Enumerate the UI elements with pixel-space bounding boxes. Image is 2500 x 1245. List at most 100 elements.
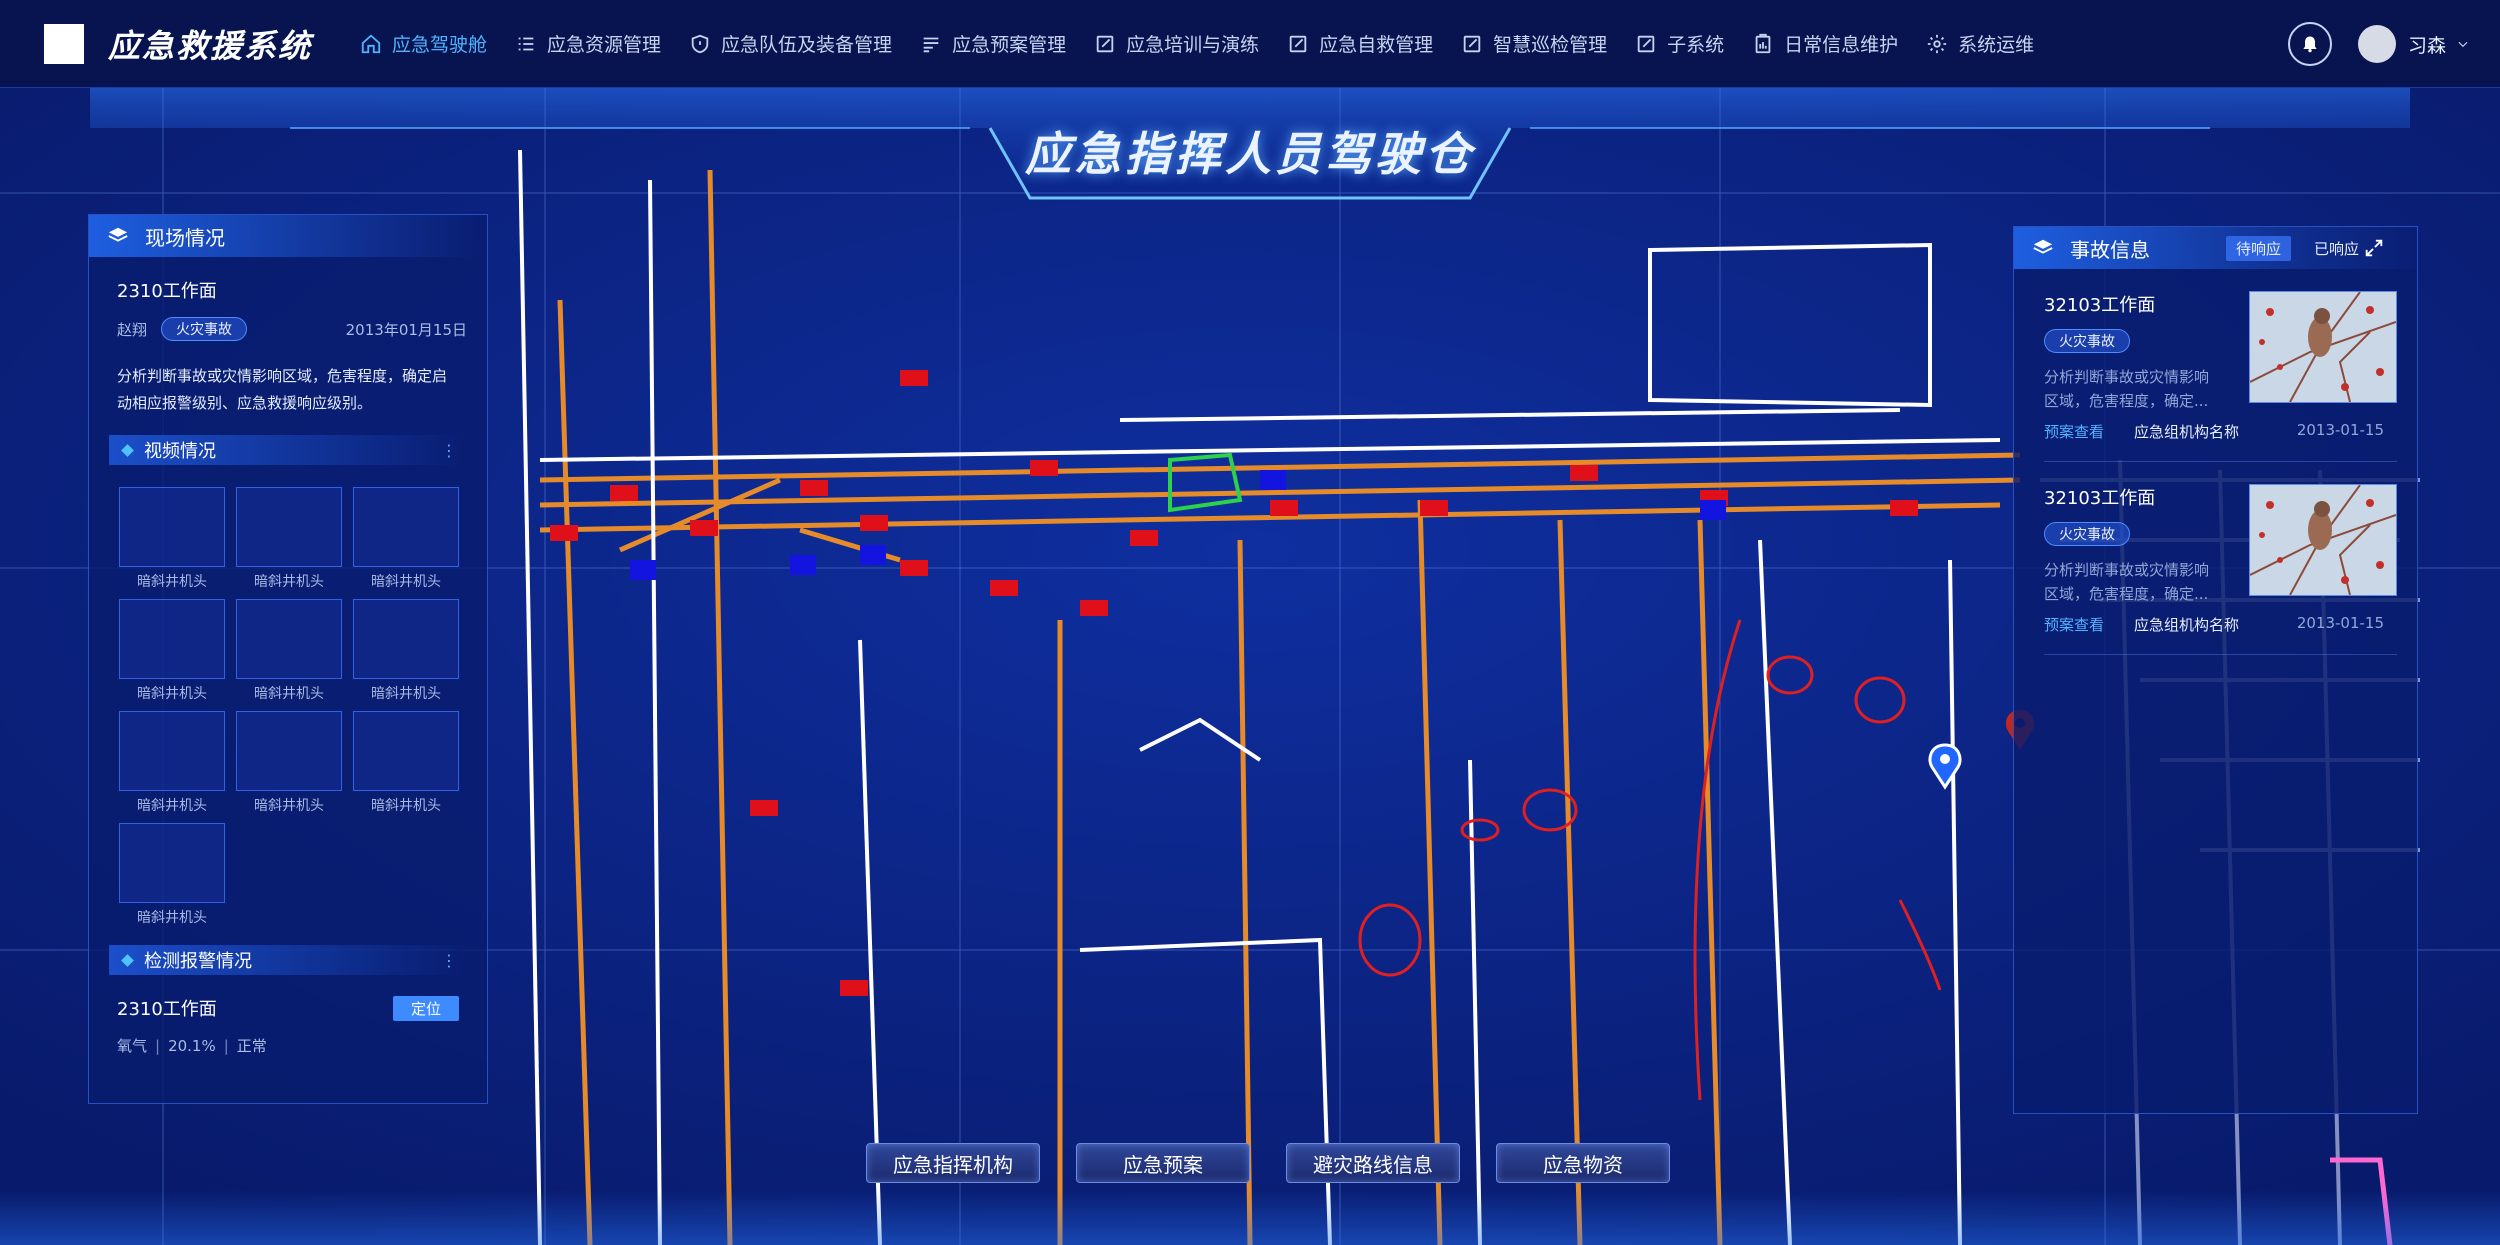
event-type-badge: 火灾事故 <box>2044 329 2130 353</box>
bird-image <box>2250 292 2396 402</box>
video-frame[interactable] <box>119 711 225 791</box>
video-item[interactable]: 暗斜井机头 <box>353 711 459 815</box>
site-date: 2013年01月15日 <box>345 320 467 339</box>
site-panel: 现场情况 2310工作面 赵翔 火灾事故 2013年01月15日 分析判断事故或… <box>88 214 488 1104</box>
layers-icon <box>2033 239 2053 254</box>
video-frame[interactable] <box>236 487 342 567</box>
bell-icon <box>2303 36 2317 53</box>
panel-header: 现场情况 <box>89 215 487 257</box>
notification-button[interactable] <box>2287 22 2332 66</box>
chevron-down-icon[interactable] <box>2456 37 2470 51</box>
site-name: 2310工作面 <box>117 281 217 302</box>
video-frame[interactable] <box>353 599 459 679</box>
event-footer: 预案查看 应急组机构名称 2013-01-15 <box>2044 614 2384 635</box>
event-type-badge: 火灾事故 <box>161 317 248 341</box>
event-description: 分析判断事故或灾情影响区域，危害程度，确定... <box>2044 561 2210 603</box>
video-frame[interactable] <box>353 711 459 791</box>
video-label: 暗斜井机头 <box>371 686 441 702</box>
more-icon[interactable]: ⋮ <box>441 440 457 460</box>
panel-title: 事故信息 <box>2070 237 2150 262</box>
video-item[interactable]: 暗斜井机头 <box>353 487 459 591</box>
home-icon <box>361 34 381 53</box>
top-navbar: 应急救援系统 应急驾驶舱 应急资源管理 应急队伍及装备管理 应急预案管理 应急培… <box>0 0 2500 88</box>
nav-item-selfrescue[interactable]: 应急自救管理 <box>1287 0 1433 88</box>
nav-label: 应急资源管理 <box>547 34 662 56</box>
view-plan-link[interactable]: 预案查看 <box>2044 616 2105 634</box>
tab-pending[interactable]: 待响应 <box>2226 236 2292 261</box>
video-label: 暗斜井机头 <box>371 574 441 590</box>
nav-item-resource[interactable]: 应急资源管理 <box>515 0 661 88</box>
nav-item-plan[interactable]: 应急预案管理 <box>920 0 1066 88</box>
diamond-icon <box>121 953 134 967</box>
command-org-button[interactable]: 应急指挥机构 <box>866 1143 1040 1183</box>
video-item[interactable]: 暗斜井机头 <box>353 599 459 703</box>
bird-image <box>2250 485 2396 595</box>
logo <box>44 23 84 64</box>
view-plan-link[interactable]: 预案查看 <box>2044 423 2105 441</box>
event-org: 应急组机构名称 <box>2134 616 2240 634</box>
avatar[interactable] <box>2357 25 2396 63</box>
nav-item-daily-info[interactable]: 日常信息维护 <box>1752 0 1898 88</box>
alarm-gas: 氧气 <box>117 1037 148 1055</box>
video-frame[interactable] <box>353 487 459 567</box>
video-item[interactable]: 暗斜井机头 <box>119 599 225 703</box>
nav-label: 应急预案管理 <box>952 34 1067 56</box>
event-date: 2013-01-15 <box>2296 421 2384 439</box>
panel-title: 现场情况 <box>145 225 225 250</box>
video-frame[interactable] <box>119 599 225 679</box>
incident-panel: 事故信息 待响应 已响应 32103工作面 火灾事故 分析判断事故或灾情影响区域… <box>2013 226 2418 1114</box>
emergency-plan-button[interactable]: 应急预案 <box>1076 1143 1250 1183</box>
nav-item-inspection[interactable]: 智慧巡检管理 <box>1461 0 1607 88</box>
title-banner <box>90 88 2410 200</box>
lines-icon <box>923 37 939 52</box>
video-label: 暗斜井机头 <box>254 686 324 702</box>
video-item[interactable]: 暗斜井机头 <box>119 823 225 927</box>
video-label: 暗斜井机头 <box>137 686 207 702</box>
site-meta: 赵翔 火灾事故 2013年01月15日 <box>117 317 467 341</box>
nav-item-cockpit[interactable]: 应急驾驶舱 <box>360 0 487 88</box>
video-frame[interactable] <box>119 487 225 567</box>
tab-responded[interactable]: 已响应 <box>2314 240 2360 258</box>
emergency-supplies-button[interactable]: 应急物资 <box>1496 1143 1670 1183</box>
video-item[interactable]: 暗斜井机头 <box>119 711 225 815</box>
video-grid: 暗斜井机头 暗斜井机头 暗斜井机头 暗斜井机头 暗斜井机头 暗斜井机头 暗斜井机… <box>119 487 487 927</box>
video-item[interactable]: 暗斜井机头 <box>236 487 342 591</box>
event-description: 分析判断事故或灾情影响区域，危害程度，确定... <box>2044 368 2210 410</box>
video-item[interactable]: 暗斜井机头 <box>236 711 342 815</box>
event-thumbnail[interactable] <box>2249 484 2397 596</box>
locate-button[interactable]: 定位 <box>392 995 459 1021</box>
nav-label: 应急驾驶舱 <box>392 34 488 56</box>
section-title: 检测报警情况 <box>144 951 252 972</box>
video-item[interactable]: 暗斜井机头 <box>236 599 342 703</box>
video-label: 暗斜井机头 <box>137 798 207 814</box>
event-card[interactable]: 32103工作面 火灾事故 分析判断事故或灾情影响区域，危害程度，确定... 预… <box>2044 484 2397 655</box>
video-item[interactable]: 暗斜井机头 <box>119 487 225 591</box>
video-section-header: 视频情况 ⋮ <box>109 435 467 465</box>
event-name: 32103工作面 <box>2044 295 2156 316</box>
alarm-value: 20.1% <box>168 1037 216 1055</box>
edit-icon <box>1289 35 1307 52</box>
video-frame[interactable] <box>236 711 342 791</box>
nav-item-subsystem[interactable]: 子系统 <box>1635 0 1724 88</box>
event-name: 32103工作面 <box>2044 488 2156 509</box>
nav-item-ops[interactable]: 系统运维 <box>1926 0 2034 88</box>
video-frame[interactable] <box>119 823 225 903</box>
nav-label: 日常信息维护 <box>1784 34 1899 56</box>
video-frame[interactable] <box>236 599 342 679</box>
nav-item-training[interactable]: 应急培训与演练 <box>1094 0 1259 88</box>
nav-label: 应急自救管理 <box>1319 34 1434 56</box>
event-org: 应急组机构名称 <box>2134 423 2240 441</box>
nav-item-team[interactable]: 应急队伍及装备管理 <box>689 0 892 88</box>
user-area: 习森 <box>2287 0 2470 88</box>
event-card[interactable]: 32103工作面 火灾事故 分析判断事故或灾情影响区域，危害程度，确定... 预… <box>2044 291 2397 462</box>
alarm-status: 正常 <box>236 1037 267 1055</box>
evacuation-route-button[interactable]: 避灾路线信息 <box>1286 1143 1460 1183</box>
event-thumbnail[interactable] <box>2249 291 2397 403</box>
gear-icon <box>1927 34 1947 53</box>
video-label: 暗斜井机头 <box>137 574 207 590</box>
nav-label: 子系统 <box>1667 34 1725 56</box>
expand-icon[interactable] <box>2363 237 2385 259</box>
list-icon <box>518 37 534 50</box>
more-icon[interactable]: ⋮ <box>441 950 457 970</box>
username[interactable]: 习森 <box>2407 34 2446 57</box>
